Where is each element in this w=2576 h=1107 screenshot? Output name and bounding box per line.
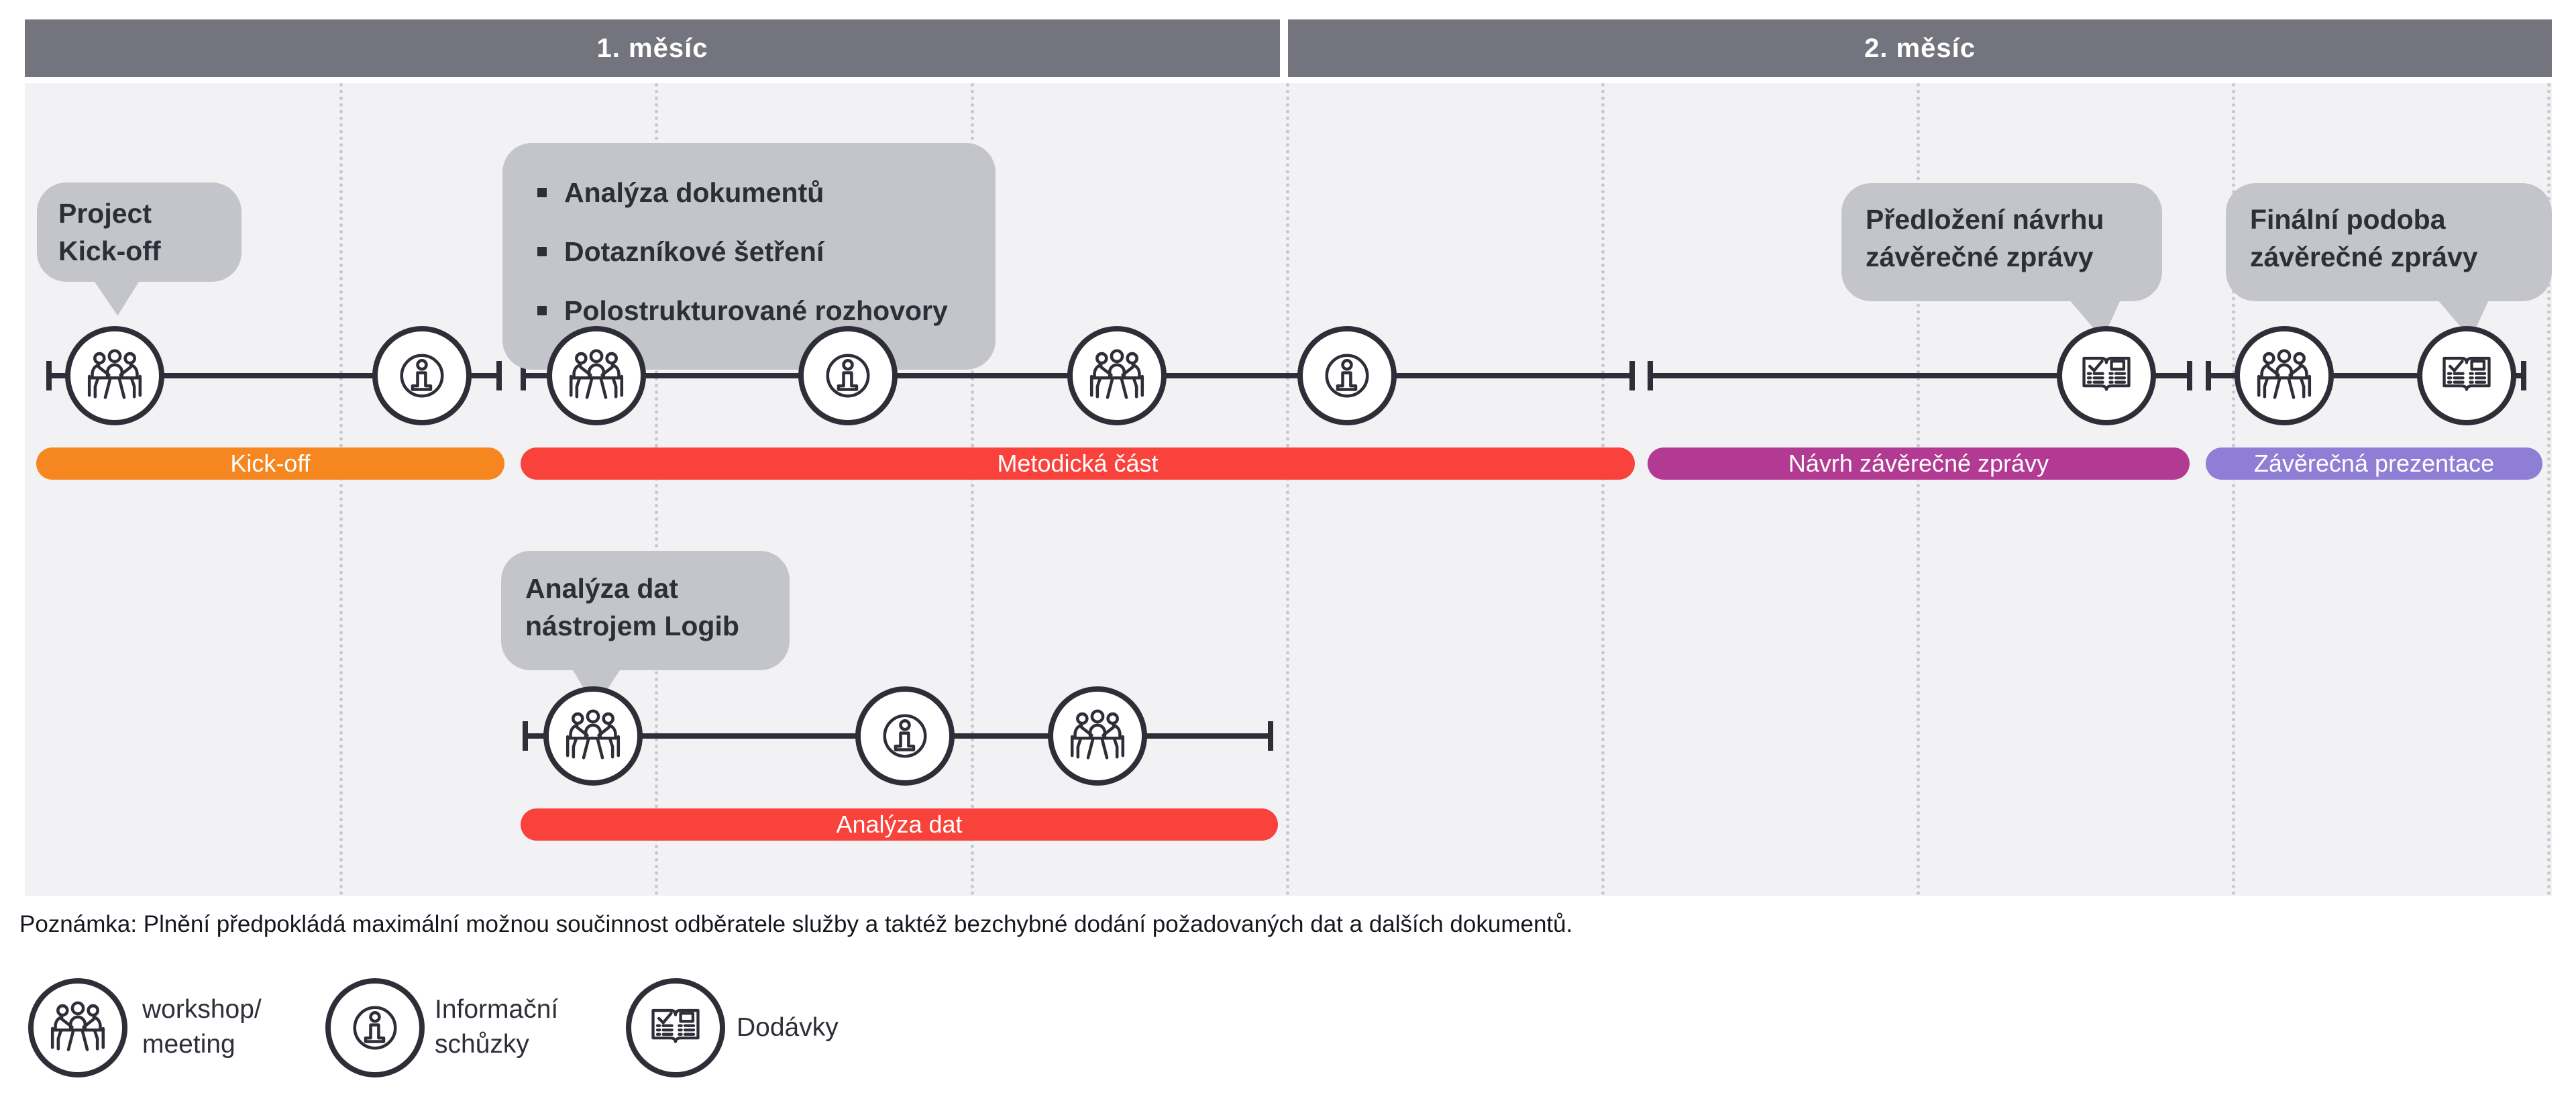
- deliveries-icon: [2430, 339, 2503, 412]
- phase-bar-draft-report: Návrh závěrečné zprávy: [1648, 447, 2190, 480]
- gridline: [2547, 83, 2551, 896]
- workshop-meeting-icon: [78, 339, 151, 412]
- gridline: [1601, 83, 1605, 896]
- timeline-node-delivery: [2057, 326, 2156, 425]
- timeline-node-delivery: [2417, 326, 2516, 425]
- workshop-meeting-icon: [42, 992, 114, 1064]
- note-text: Poznámka: Plnění předpokládá maximální m…: [19, 911, 1573, 937]
- callout-line: nástrojem Logib: [525, 611, 739, 641]
- callout-line: závěrečné zprávy: [2250, 242, 2478, 272]
- callout-line: Analýza dat: [525, 573, 678, 604]
- callout-draft-report: Předložení návrhu závěrečné zprávy: [1841, 183, 2162, 339]
- callout-project-kickoff: Project Kick-off: [37, 182, 241, 316]
- gridline: [1917, 83, 1920, 896]
- phase-bar-final-presentation: Závěrečná prezentace: [2206, 447, 2542, 480]
- timeline-node-workshop: [1048, 686, 1147, 786]
- phase-bar-data-analysis: Analýza dat: [521, 808, 1278, 841]
- phase-bar-kickoff: Kick-off: [36, 447, 504, 480]
- timeline-node-workshop: [543, 686, 643, 786]
- workshop-meeting-icon: [1081, 339, 1153, 412]
- callout-bullet: Polostrukturované rozhovory: [537, 281, 996, 340]
- workshop-meeting-icon: [560, 339, 633, 412]
- workshop-meeting-icon: [557, 700, 629, 772]
- timeline-node-workshop: [2235, 326, 2334, 425]
- gridline-month-boundary: [1286, 83, 1289, 896]
- phase-bar-methodology: Metodická část: [521, 447, 1635, 480]
- callout-bullet: Analýza dokumentů: [537, 163, 996, 222]
- callout-bullet: Dotazníkové šetření: [537, 222, 996, 281]
- workshop-meeting-icon: [1061, 700, 1134, 772]
- callout-line: Kick-off: [58, 235, 161, 266]
- timeline-node-workshop: [547, 326, 646, 425]
- timeline-node-info: [855, 686, 955, 786]
- month-header-1: 1. měsíc: [25, 19, 1280, 77]
- deliveries-icon: [639, 992, 712, 1064]
- info-meeting-icon: [869, 700, 941, 772]
- legend-node-workshop: [28, 978, 127, 1077]
- callout-final-report: Finální podoba závěrečné zprávy: [2226, 183, 2552, 339]
- deliveries-icon: [2070, 339, 2143, 412]
- workshop-meeting-icon: [2248, 339, 2320, 412]
- callout-line: závěrečné zprávy: [1866, 242, 2094, 272]
- legend-label-delivery: Dodávky: [737, 1013, 839, 1042]
- timeline-node-info: [798, 326, 898, 425]
- gridline: [339, 83, 343, 896]
- callout-line: Předložení návrhu: [1866, 204, 2104, 235]
- month-header-2: 2. měsíc: [1288, 19, 2552, 77]
- gridline: [655, 83, 658, 896]
- info-meeting-icon: [1311, 339, 1383, 412]
- timeline-segment-kickoff: [46, 361, 502, 390]
- info-meeting-icon: [339, 992, 411, 1064]
- info-meeting-icon: [386, 339, 458, 412]
- legend-label-workshop: workshop/meeting: [142, 995, 262, 1059]
- timeline-segment-final-presentation: [2206, 361, 2526, 390]
- timeline-segment-draft-report: [1648, 361, 2192, 390]
- gridline: [2232, 83, 2235, 896]
- callout-line: Finální podoba: [2250, 204, 2446, 235]
- info-meeting-icon: [812, 339, 884, 412]
- callout-line: Project: [58, 198, 152, 229]
- callout-logib-analysis: Analýza dat nástrojem Logib: [501, 551, 790, 708]
- legend-node-info: [325, 978, 425, 1077]
- timeline-node-workshop: [65, 326, 164, 425]
- timeline-node-info: [1297, 326, 1397, 425]
- timeline-node-info: [372, 326, 472, 425]
- timeline-node-workshop: [1067, 326, 1167, 425]
- legend-node-delivery: [626, 978, 725, 1077]
- gridline: [971, 83, 974, 896]
